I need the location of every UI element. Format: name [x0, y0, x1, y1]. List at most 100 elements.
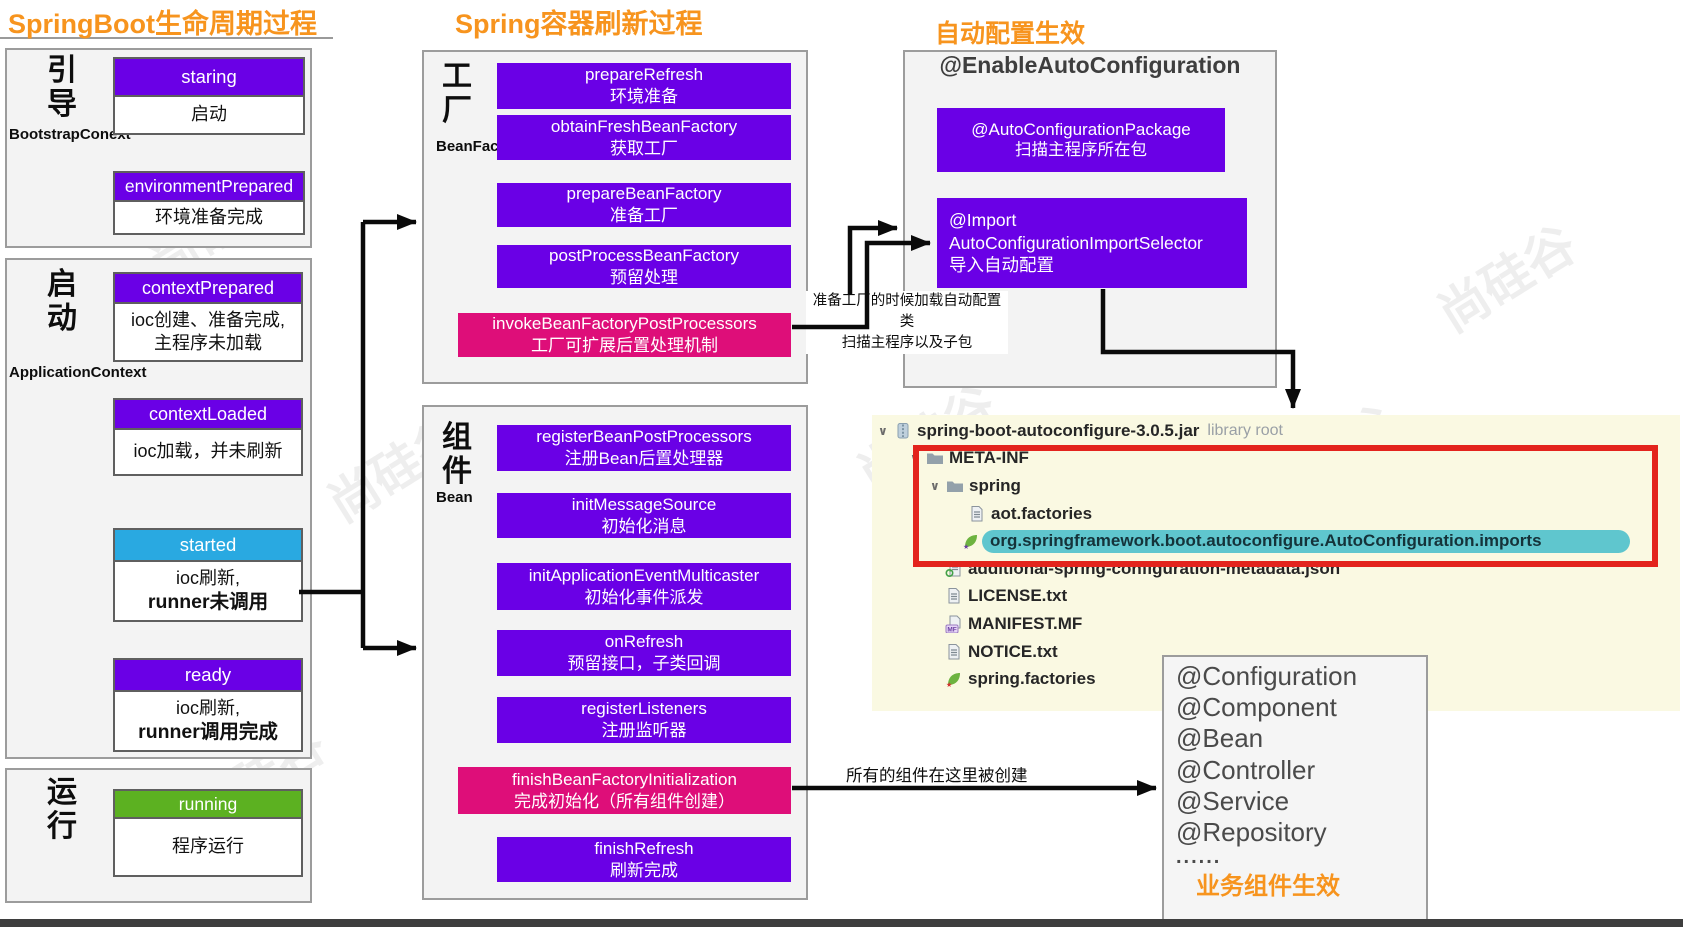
tree-row-label: spring [969, 475, 1021, 495]
file-icon [948, 643, 960, 660]
tree-row-label: spring-boot-autoconfigure-3.0.5.jar [917, 420, 1200, 440]
tree-row-suffix: library root [1207, 421, 1283, 439]
annotation-item: @Service [1176, 785, 1290, 816]
spring-leaf-icon: ★ [963, 535, 977, 550]
business-title: 业务组件生效 [1196, 873, 1340, 901]
annotation-item: @Component [1176, 692, 1337, 723]
step-running-desc: 程序运行 [115, 819, 301, 875]
step-staring-desc: 启动 [115, 97, 303, 133]
tree-row-meta-inf[interactable]: ∨ META-INF [872, 445, 1680, 473]
application-context-label: ApplicationContext [9, 364, 147, 381]
title-refresh: Spring容器刷新过程 [455, 9, 703, 39]
annotation-item: @Bean [1176, 723, 1264, 754]
tree-row-label: META-INF [949, 448, 1029, 468]
panel-bootstrap: 引 导 BootstrapConext staring 启动 environme… [5, 48, 312, 248]
tree-row-label-highlighted: org.springframework.boot.autoconfigure.A… [982, 529, 1630, 553]
step-environment-prepared-desc: 环境准备完成 [115, 202, 303, 233]
tree-row-label: spring.factories [968, 669, 1096, 689]
business-annotations-box: @Configuration @Component @Bean @Control… [1162, 655, 1428, 923]
title-divider [0, 37, 333, 39]
bootstrap-context-label: BootstrapConext [9, 126, 131, 143]
tree-row-label: NOTICE.txt [968, 641, 1058, 661]
step-ready-name: ready [115, 660, 301, 692]
section-label-bootstrap: 引 导 [47, 54, 77, 121]
annotation-item: @Repository [1176, 816, 1327, 847]
manifest-file-icon: MF [945, 615, 961, 633]
annotation-ellipsis: ...... [1176, 846, 1222, 869]
step-staring: staring 启动 [113, 57, 305, 135]
chevron-down-icon[interactable]: ∨ [930, 478, 940, 493]
section-label-run: 运 行 [47, 776, 77, 843]
chevron-down-icon[interactable]: ∨ [910, 451, 920, 466]
panel-running: 运 行 running 程序运行 [5, 768, 312, 903]
tree-row-additional-metadata-json[interactable]: additional-spring-configuration-metadata… [872, 555, 1680, 583]
tree-row-jar[interactable]: ∨ spring-boot-autoconfigure-3.0.5.jar li… [872, 417, 1680, 445]
panel-application: 启 动 ApplicationContext contextPrepared i… [5, 258, 312, 759]
tree-row-notice[interactable]: NOTICE.txt [872, 638, 1680, 666]
step-environment-prepared-name: environmentPrepared [115, 173, 303, 202]
note-components-created: 所有的组件在这里被创建 [846, 767, 1028, 785]
json-file-icon [945, 560, 961, 577]
svg-text:★: ★ [946, 681, 952, 688]
jar-icon [897, 422, 909, 439]
step-environment-prepared: environmentPrepared 环境准备完成 [113, 171, 305, 235]
step-ready: ready ioc刷新, runner调用完成 [113, 658, 303, 752]
tree-row-spring-factories[interactable]: ★ spring.factories [872, 665, 1680, 693]
step-running: running 程序运行 [113, 789, 303, 877]
tree-row-label: aot.factories [991, 503, 1093, 523]
tree-row-aot-factories[interactable]: aot.factories [872, 500, 1680, 528]
note-prepare-factory: 准备工厂的时候加载自动配置类 扫描主程序以及子包 [806, 291, 1008, 355]
spring-leaf-icon: ★ [946, 673, 960, 688]
step-context-prepared: contextPrepared ioc创建、准备完成, 主程序未加载 [113, 272, 303, 362]
tree-row-label: MANIFEST.MF [968, 613, 1083, 633]
factory-label: 工 厂 [442, 60, 472, 127]
title-lifecycle: SpringBoot生命周期过程 [8, 9, 317, 39]
bean-sub-label: Bean [436, 489, 473, 506]
svg-text:MF: MF [947, 626, 956, 633]
chevron-down-icon[interactable]: ∨ [878, 423, 888, 438]
tree-row-license[interactable]: LICENSE.txt [872, 583, 1680, 611]
step-started-desc: ioc刷新, runner未调用 [115, 562, 301, 620]
step-context-loaded-name: contextLoaded [115, 400, 301, 430]
enable-autoconfiguration-heading: @EnableAutoConfiguration [939, 52, 1241, 78]
file-icon [948, 588, 960, 604]
step-started: started ioc刷新, runner未调用 [113, 528, 303, 622]
step-started-name: started [115, 530, 301, 562]
step-context-prepared-desc: ioc创建、准备完成, 主程序未加载 [115, 304, 301, 360]
annotation-item: @Configuration [1176, 661, 1358, 691]
tree-row-manifest[interactable]: MF MANIFEST.MF [872, 610, 1680, 638]
annotation-item: @Controller [1176, 754, 1316, 785]
step-staring-name: staring [115, 59, 303, 97]
step-running-name: running [115, 791, 301, 819]
step-context-loaded-desc: ioc加载，并未刷新 [115, 430, 301, 474]
arrow-invoke-to-enable-panel [847, 220, 898, 295]
folder-icon [927, 453, 943, 465]
step-ready-desc: ioc刷新, runner调用完成 [115, 692, 301, 750]
box-import-selector: @Import AutoConfigurationImportSelector … [937, 198, 1247, 288]
bean-label: 组 件 [442, 421, 472, 488]
title-autoconfig: 自动配置生效 [935, 20, 1086, 48]
section-label-start: 启 动 [47, 268, 77, 335]
file-icon [971, 505, 983, 522]
step-context-prepared-name: contextPrepared [115, 274, 301, 304]
step-context-loaded: contextLoaded ioc加载，并未刷新 [113, 398, 303, 476]
tree-row-autoconfiguration-imports[interactable]: ★ org.springframework.boot.autoconfigure… [872, 527, 1680, 555]
bottom-bar [0, 919, 1683, 927]
tree-row-spring[interactable]: ∨ spring [872, 472, 1680, 500]
svg-text:★: ★ [963, 543, 969, 550]
